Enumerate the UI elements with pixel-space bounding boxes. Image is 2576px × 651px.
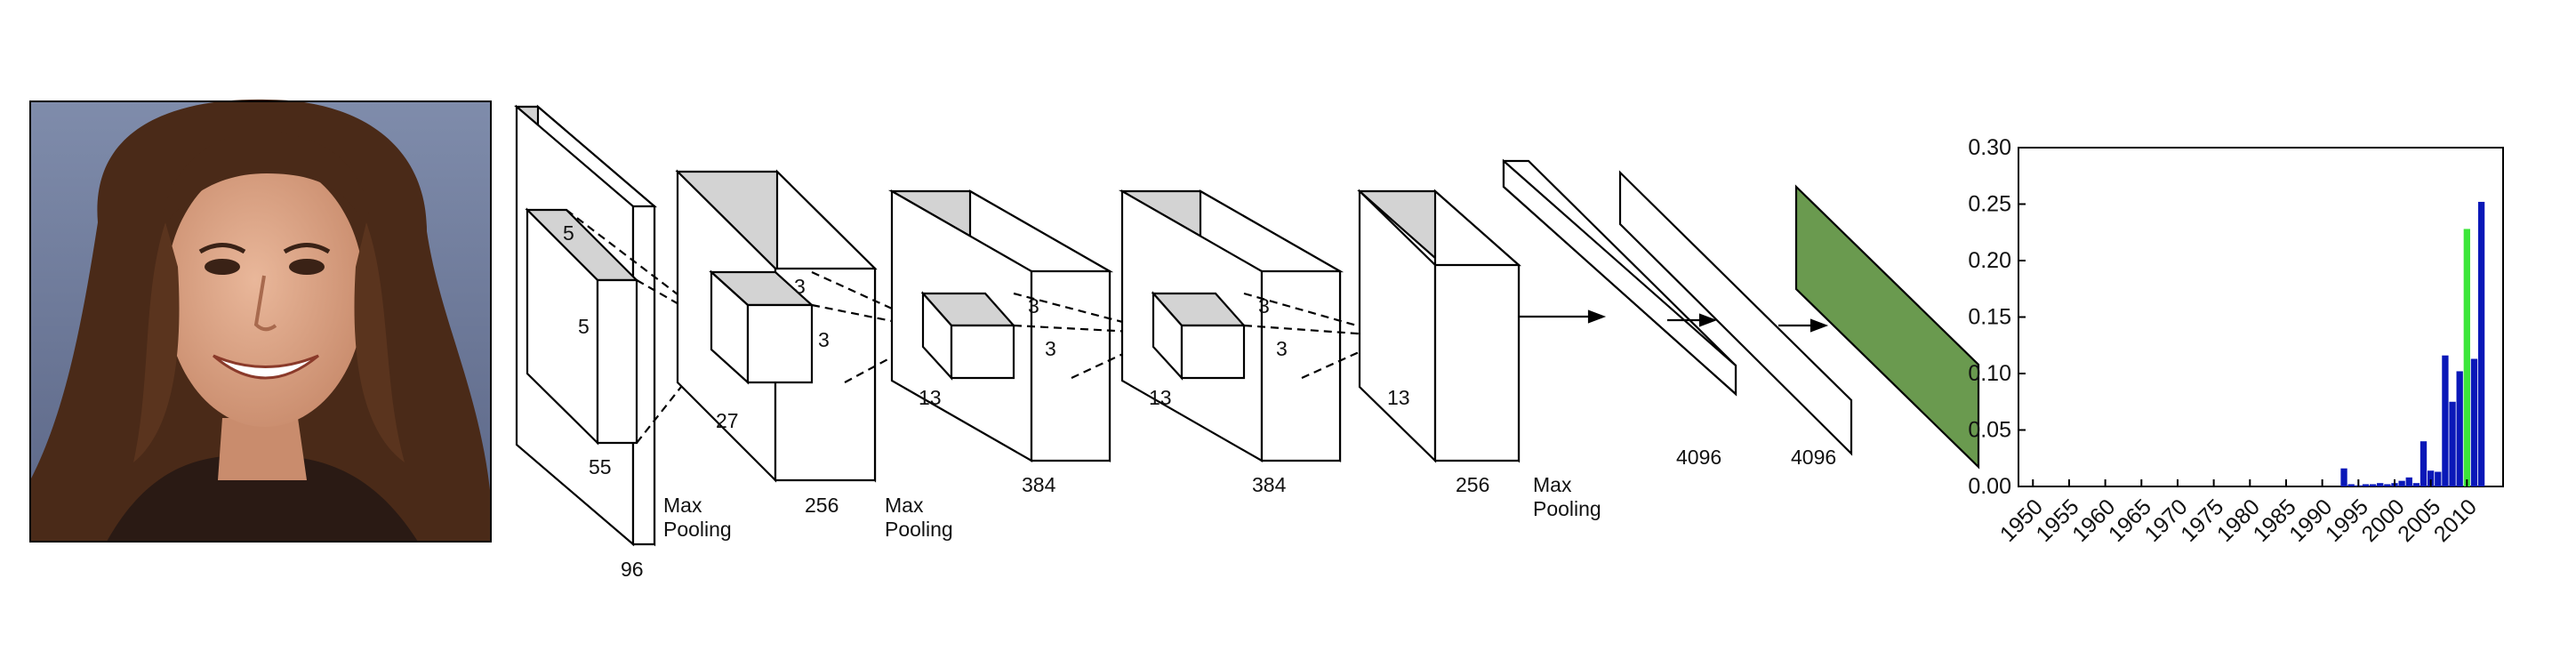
conv4-kernel-w: 3 <box>1258 294 1270 317</box>
conv1-depth: 96 <box>621 558 644 581</box>
chart-axes-frame <box>2018 147 2504 487</box>
bar-1996 <box>2362 484 2370 486</box>
bar-2009 <box>2456 371 2463 486</box>
output-layer <box>1794 184 1980 470</box>
conv3-kernel-w: 3 <box>1028 294 1039 317</box>
bar-2004 <box>2420 441 2428 486</box>
bar-2012 <box>2477 201 2485 486</box>
pool1-label-line1: Max <box>663 494 702 517</box>
conv3-depth: 384 <box>1022 473 1056 496</box>
conv5-depth: 256 <box>1456 473 1489 496</box>
input-face-photo <box>29 99 492 542</box>
conv2-depth: 256 <box>805 494 839 517</box>
conv1-size: 55 <box>589 455 612 478</box>
bar-1999 <box>2384 484 2391 486</box>
y-tick-label: 0.30 <box>1968 135 2011 160</box>
chart-bars <box>2340 201 2485 486</box>
chart-y-ticks: 0.00 0.05 0.10 0.15 0.20 0.25 0.30 <box>1968 135 2026 499</box>
bar-2007 <box>2442 355 2449 486</box>
x-tick-label: 2010 <box>2429 494 2482 547</box>
conv4-size: 13 <box>1149 386 1172 409</box>
conv5-size: 13 <box>1387 386 1410 409</box>
bar-1998 <box>2377 483 2384 486</box>
cnn-architecture: 5 5 55 96 Max Pooling 3 3 27 256 Max Poo… <box>514 104 1980 581</box>
arrow-to-output <box>1778 318 1829 333</box>
bar-2010 <box>2463 229 2470 486</box>
fc7-units: 4096 <box>1791 446 1836 469</box>
y-tick-label: 0.25 <box>1968 192 2011 217</box>
y-tick-label: 0.00 <box>1968 474 2011 499</box>
bar-1993 <box>2340 468 2347 486</box>
year-probability-chart: 0.00 0.05 0.10 0.15 0.20 0.25 0.30 19501955196… <box>1968 135 2504 547</box>
y-tick-label: 0.10 <box>1968 361 2011 386</box>
conv3-size: 13 <box>919 386 942 409</box>
bar-2005 <box>2427 470 2435 486</box>
y-tick-label: 0.20 <box>1968 248 2011 273</box>
bar-1997 <box>2369 484 2377 486</box>
conv2-kernel-w: 3 <box>794 275 806 298</box>
conv2-kernel-h: 3 <box>818 328 830 351</box>
pool1-label-line2: Pooling <box>663 518 732 541</box>
conv2-volume <box>675 169 878 483</box>
fc7-layer <box>1618 170 1853 456</box>
pool2-label-line1: Max <box>885 494 924 517</box>
bar-2006 <box>2435 471 2442 486</box>
conv3-volume <box>887 189 1114 462</box>
pool5-label-line1: Max <box>1533 473 1572 496</box>
bar-2003 <box>2412 483 2420 486</box>
conv3-kernel-h: 3 <box>1045 337 1056 360</box>
conv4-kernel-h: 3 <box>1276 337 1288 360</box>
fc6-units: 4096 <box>1676 446 1721 469</box>
arrow-to-fc6 <box>1519 309 1607 324</box>
y-tick-label: 0.05 <box>1968 418 2011 443</box>
conv1-kernel-h: 5 <box>578 315 590 338</box>
arrow-to-fc7 <box>1667 313 1718 327</box>
bar-2008 <box>2449 401 2456 486</box>
conv1-volume <box>514 104 657 547</box>
conv5-volume <box>1357 189 1521 463</box>
chart-x-ticks: 1950195519601965197019751980198519901995… <box>1995 479 2482 547</box>
bar-1994 <box>2347 484 2355 486</box>
bar-2001 <box>2398 480 2405 486</box>
bar-2002 <box>2405 477 2412 486</box>
conv4-depth: 384 <box>1252 473 1287 496</box>
y-tick-label: 0.15 <box>1968 305 2011 330</box>
conv1-kernel-w: 5 <box>563 221 574 245</box>
pool5-label-line2: Pooling <box>1533 497 1601 520</box>
conv2-size: 27 <box>716 409 739 432</box>
bar-2011 <box>2470 358 2478 486</box>
conv4-volume <box>1118 189 1344 462</box>
pool2-label-line2: Pooling <box>885 518 953 541</box>
